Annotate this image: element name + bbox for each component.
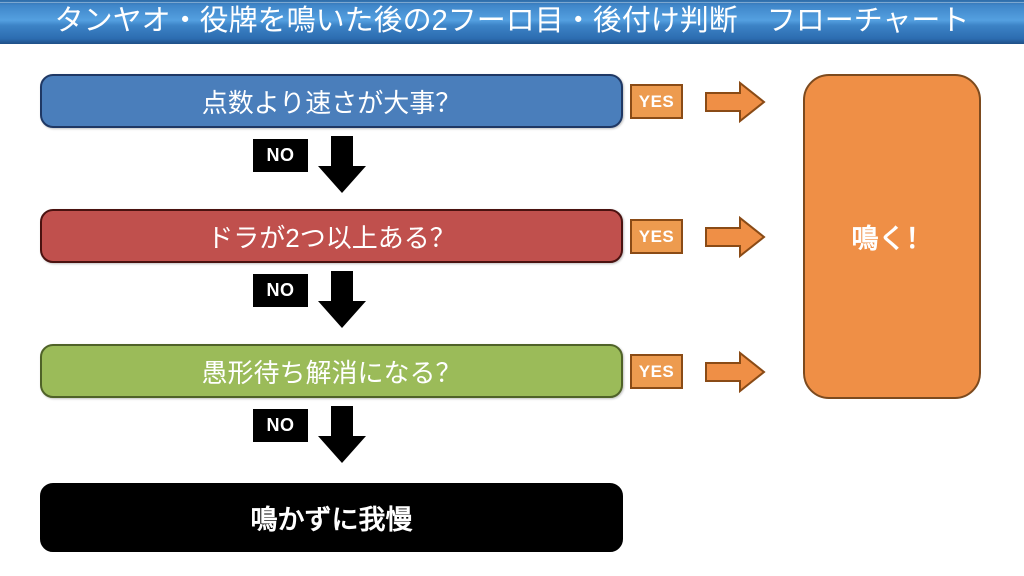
outcome-panel-yes[interactable]: 鳴く！ (803, 74, 981, 399)
decision-box-speed[interactable]: 点数より速さが大事？ (40, 74, 623, 128)
yes-arrow-shape-icon (704, 350, 766, 394)
outcome-box-no[interactable]: 鳴かずに我慢 (40, 483, 623, 552)
yes-badge-shape: YES (630, 354, 683, 389)
title-bar-highlight (0, 2, 1024, 3)
no-badge-speed: NO (253, 139, 308, 172)
yes-arrow-dora-icon (704, 215, 766, 259)
title-bar: タンヤオ・役牌を鳴いた後の2フーロ目・後付け判断 フローチャート (0, 0, 1024, 44)
no-badge-shape: NO (253, 409, 308, 442)
yes-badge-dora: YES (630, 219, 683, 254)
no-arrow-speed-icon (317, 136, 367, 194)
decision-box-shape[interactable]: 愚形待ち解消になる？ (40, 344, 623, 398)
no-arrow-shape-icon (317, 406, 367, 464)
decision-box-dora[interactable]: ドラが2つ以上ある？ (40, 209, 623, 263)
yes-badge-speed: YES (630, 84, 683, 119)
no-arrow-dora-icon (317, 271, 367, 329)
no-badge-dora: NO (253, 274, 308, 307)
yes-arrow-speed-icon (704, 80, 766, 124)
page-title: タンヤオ・役牌を鳴いた後の2フーロ目・後付け判断 フローチャート (54, 5, 970, 37)
